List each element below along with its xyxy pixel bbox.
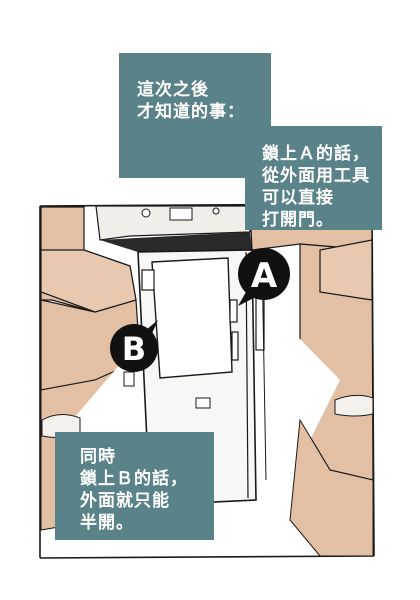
caption-3-line-4: 半開。	[80, 513, 134, 533]
caption-3-line-2: 鎖上Ｂ的話，	[80, 469, 188, 489]
marker-a: A	[238, 248, 290, 306]
marker-b: B	[110, 320, 158, 372]
caption-1-line-2: 才知道的事：	[137, 102, 245, 122]
ceiling-knob	[141, 208, 151, 218]
caption-2-line-1: 鎖上Ａ的話，	[262, 144, 370, 164]
door-handle	[229, 299, 238, 323]
caption-3-line-3: 外面就只能	[80, 491, 170, 511]
caption-2-line-4: 打開門。	[262, 210, 334, 230]
ceiling-fixture	[169, 207, 193, 221]
caption-1-line-1: 這次之後	[137, 80, 209, 100]
ceiling	[95, 205, 251, 241]
caption-2-line-2: 從外面用工具	[262, 166, 370, 186]
right-floor	[289, 418, 374, 557]
light-cone-a	[252, 300, 340, 460]
marker-a-label: A	[251, 256, 278, 296]
right-mat	[334, 394, 374, 417]
marker-b-label: B	[122, 330, 146, 368]
caption-box-2: 鎖上Ａ的話， 從外面用工具 可以直接 打開門。	[245, 126, 382, 230]
caption-3-line-1: 同時	[80, 447, 116, 467]
right-shelf	[319, 239, 373, 301]
caption-box-3: 同時 鎖上Ｂ的話， 外面就只能 半開。	[55, 432, 214, 540]
lock-b	[141, 269, 155, 291]
door-frame-top	[100, 232, 252, 252]
caption-2-line-3: 可以直接	[262, 188, 334, 208]
door-window	[151, 257, 233, 379]
